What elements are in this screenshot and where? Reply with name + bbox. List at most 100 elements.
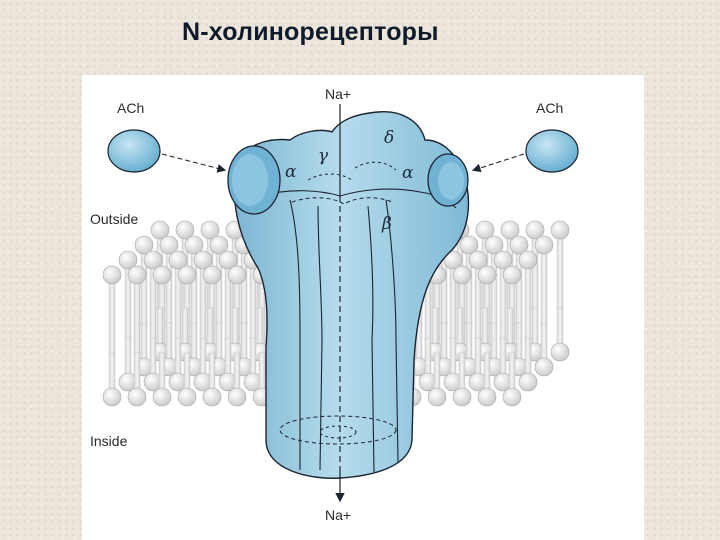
lipid-head xyxy=(102,387,122,407)
lipid-head xyxy=(227,265,247,285)
lipid-tail xyxy=(233,352,241,392)
lipid-tail xyxy=(124,337,132,377)
lipid-tail xyxy=(199,337,207,377)
lipid-head xyxy=(502,265,522,285)
lipid-tail xyxy=(190,322,198,362)
lipid-head xyxy=(202,387,222,407)
lipid-tail xyxy=(206,307,214,347)
lipid-tail xyxy=(108,280,116,356)
outside-label: Outside xyxy=(90,211,139,227)
lipid-head xyxy=(484,235,504,255)
ach-label-left: ACh xyxy=(117,100,145,116)
lipid-head xyxy=(493,250,513,270)
ach-molecule-left xyxy=(107,129,161,173)
lipid-head xyxy=(127,265,147,285)
ach-arrow-left xyxy=(161,153,227,173)
subunit-alpha-left-label: α xyxy=(285,162,297,182)
lipid-tail xyxy=(449,337,457,377)
lipid-head xyxy=(175,220,195,240)
lipid-head xyxy=(159,235,179,255)
lipid-head xyxy=(534,357,554,377)
lipid-tail xyxy=(108,352,116,392)
lipid-tail xyxy=(540,250,548,326)
lipid-head xyxy=(227,387,247,407)
lipid-tail xyxy=(424,337,432,377)
lipid-tail xyxy=(481,307,489,347)
lipid-head xyxy=(102,265,122,285)
lipid-head xyxy=(209,235,229,255)
lipid-head xyxy=(443,250,463,270)
lipid-head xyxy=(459,235,479,255)
lipid-head xyxy=(525,220,545,240)
lipid-tail xyxy=(240,322,248,362)
lipid-tail xyxy=(224,337,232,377)
lipid-head xyxy=(518,372,538,392)
lipid-tail xyxy=(515,322,523,362)
lipid-head xyxy=(177,265,197,285)
lipid-tail xyxy=(499,337,507,377)
ach-label-right: ACh xyxy=(536,100,564,116)
lipid-tail xyxy=(231,307,239,347)
subunit-alpha-right-label: α xyxy=(402,163,414,183)
receptor-channel xyxy=(227,111,470,479)
lipid-tail xyxy=(174,337,182,377)
ion-label-bottom: Na+ xyxy=(325,507,352,523)
lipid-tail xyxy=(183,352,191,392)
ach-molecule-right xyxy=(525,129,579,173)
lipid-tail xyxy=(156,307,164,347)
lipid-head xyxy=(152,265,172,285)
lipid-head xyxy=(127,387,147,407)
lipid-head xyxy=(202,265,222,285)
lipid-tail xyxy=(133,280,141,356)
lipid-tail xyxy=(181,307,189,347)
lipid-tail xyxy=(490,322,498,362)
lipid-head xyxy=(177,387,197,407)
lipid-head xyxy=(200,220,220,240)
lipid-head xyxy=(452,265,472,285)
lipid-tail xyxy=(208,352,216,392)
lipid-tail xyxy=(474,337,482,377)
slide-title: N-холинорецепторы xyxy=(182,18,439,46)
lipid-head xyxy=(518,250,538,270)
lipid-head xyxy=(150,220,170,240)
lipid-tail xyxy=(556,307,564,347)
lipid-tail xyxy=(524,337,532,377)
lipid-head xyxy=(452,387,472,407)
lipid-tail xyxy=(258,352,266,392)
lipid-tail xyxy=(483,352,491,392)
lipid-tail xyxy=(458,352,466,392)
lipid-head xyxy=(184,235,204,255)
lipid-tail xyxy=(524,265,532,341)
lipid-tail xyxy=(133,352,141,392)
lipid-head xyxy=(477,387,497,407)
lipid-tail xyxy=(465,322,473,362)
lipid-tail xyxy=(256,307,264,347)
ach-arrow-right xyxy=(471,153,525,173)
lipid-tail xyxy=(165,322,173,362)
inside-label: Inside xyxy=(90,433,128,449)
lipid-tail xyxy=(140,322,148,362)
lipid-tail xyxy=(506,307,514,347)
lipid-tail xyxy=(431,307,439,347)
subunit-beta-label: β xyxy=(382,214,392,234)
lipid-head xyxy=(502,387,522,407)
lipid-tail xyxy=(531,307,539,347)
lipid-head xyxy=(468,250,488,270)
lipid-head xyxy=(500,220,520,240)
lipid-tail xyxy=(456,307,464,347)
lipid-tail xyxy=(556,235,564,311)
lipid-head xyxy=(143,250,163,270)
lipid-tail xyxy=(433,352,441,392)
ion-label-top: Na+ xyxy=(325,86,352,102)
lipid-head xyxy=(168,250,188,270)
lipid-head xyxy=(534,235,554,255)
lipid-tail xyxy=(440,322,448,362)
lipid-head xyxy=(427,387,447,407)
lipid-head xyxy=(218,250,238,270)
lipid-head xyxy=(193,250,213,270)
subunit-gamma-label: γ xyxy=(318,146,329,166)
lipid-head xyxy=(152,387,172,407)
lipid-head xyxy=(118,250,138,270)
lipid-tail xyxy=(158,352,166,392)
